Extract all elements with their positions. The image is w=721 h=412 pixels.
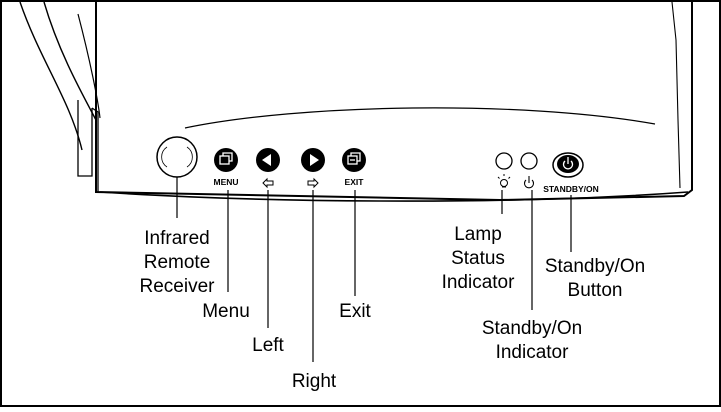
leader-lines [176,177,572,362]
callout-infrared-line1: Infrared [144,228,209,249]
callout-right: Right [292,371,337,392]
callout-standby-button-line1: Standby/On [545,256,645,277]
left-button[interactable] [256,148,280,189]
exit-button-label: EXIT [345,177,365,187]
menu-button[interactable]: MENU [213,148,239,187]
callout-standby-button-line2: Button [568,280,623,301]
callout-exit: Exit [339,301,371,322]
exit-button[interactable]: EXIT [342,148,366,187]
left-triangle-icon [262,154,271,166]
right-triangle-icon [310,154,319,166]
infrared-receiver [156,136,198,178]
exit-icon [347,152,361,165]
callout-infrared-line2: Remote [144,252,211,273]
callout-standby-indicator-line1: Standby/On [482,318,582,339]
standby-button-label: STANDBY/ON [543,184,599,194]
device-housing [19,1,693,202]
callout-standby-indicator-line2: Indicator [496,342,570,363]
callout-lamp-line2: Status [451,248,505,269]
right-button[interactable] [301,148,325,189]
lamp-status-indicator [495,152,513,188]
menu-button-label: MENU [213,177,238,187]
lamp-icon [497,174,511,188]
right-arrow-icon [307,177,319,189]
callout-menu: Menu [202,301,250,322]
standby-indicator [520,152,538,189]
standby-on-button[interactable]: STANDBY/ON [543,152,599,194]
menu-icon [219,152,233,165]
callout-lamp-line3: Indicator [442,272,516,293]
power-icon [523,176,535,189]
standby-power-icon [562,157,574,170]
callout-lamp-line1: Lamp [454,224,502,245]
callout-infrared-line3: Receiver [140,276,216,297]
left-arrow-icon [262,177,274,189]
callout-left: Left [252,335,284,356]
